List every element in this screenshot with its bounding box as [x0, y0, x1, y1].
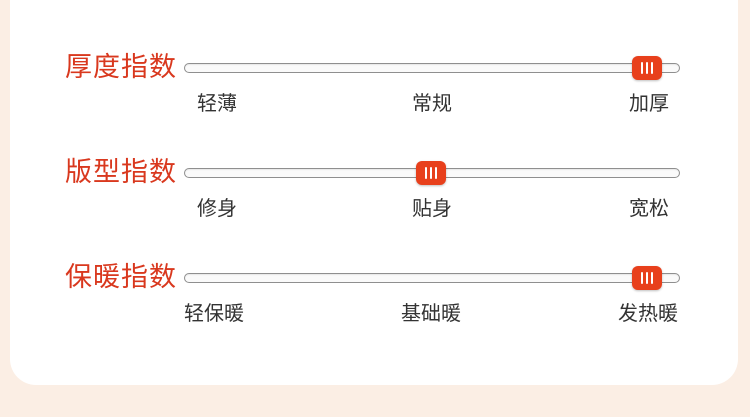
thickness-index-row: 厚度指数 轻薄 常规 加厚	[0, 52, 750, 142]
warmth-slider-track[interactable]	[184, 273, 680, 283]
thickness-option-thick: 加厚	[629, 91, 669, 115]
thickness-slider-track[interactable]	[184, 63, 680, 73]
thickness-slider-thumb[interactable]	[632, 56, 662, 80]
warmth-option-basic: 基础暖	[401, 301, 461, 325]
thickness-option-regular: 常规	[412, 91, 452, 115]
fit-option-loose: 宽松	[629, 196, 669, 220]
warmth-slider-thumb[interactable]	[632, 266, 662, 290]
warmth-index-label: 保暖指数	[65, 262, 177, 293]
warmth-index-row: 保暖指数 轻保暖 基础暖 发热暖	[0, 262, 750, 352]
thickness-index-label: 厚度指数	[65, 52, 177, 83]
fit-index-row: 版型指数 修身 贴身 宽松	[0, 157, 750, 247]
grip-lines-icon	[425, 167, 437, 179]
fit-option-slim: 修身	[197, 196, 237, 220]
thickness-option-thin: 轻薄	[197, 91, 237, 115]
grip-lines-icon	[641, 62, 653, 74]
fit-index-label: 版型指数	[65, 157, 177, 188]
fit-slider-thumb[interactable]	[416, 161, 446, 185]
grip-lines-icon	[641, 272, 653, 284]
warmth-option-heated: 发热暖	[618, 301, 678, 325]
fit-option-fitted: 贴身	[412, 196, 452, 220]
warmth-option-light: 轻保暖	[184, 301, 244, 325]
